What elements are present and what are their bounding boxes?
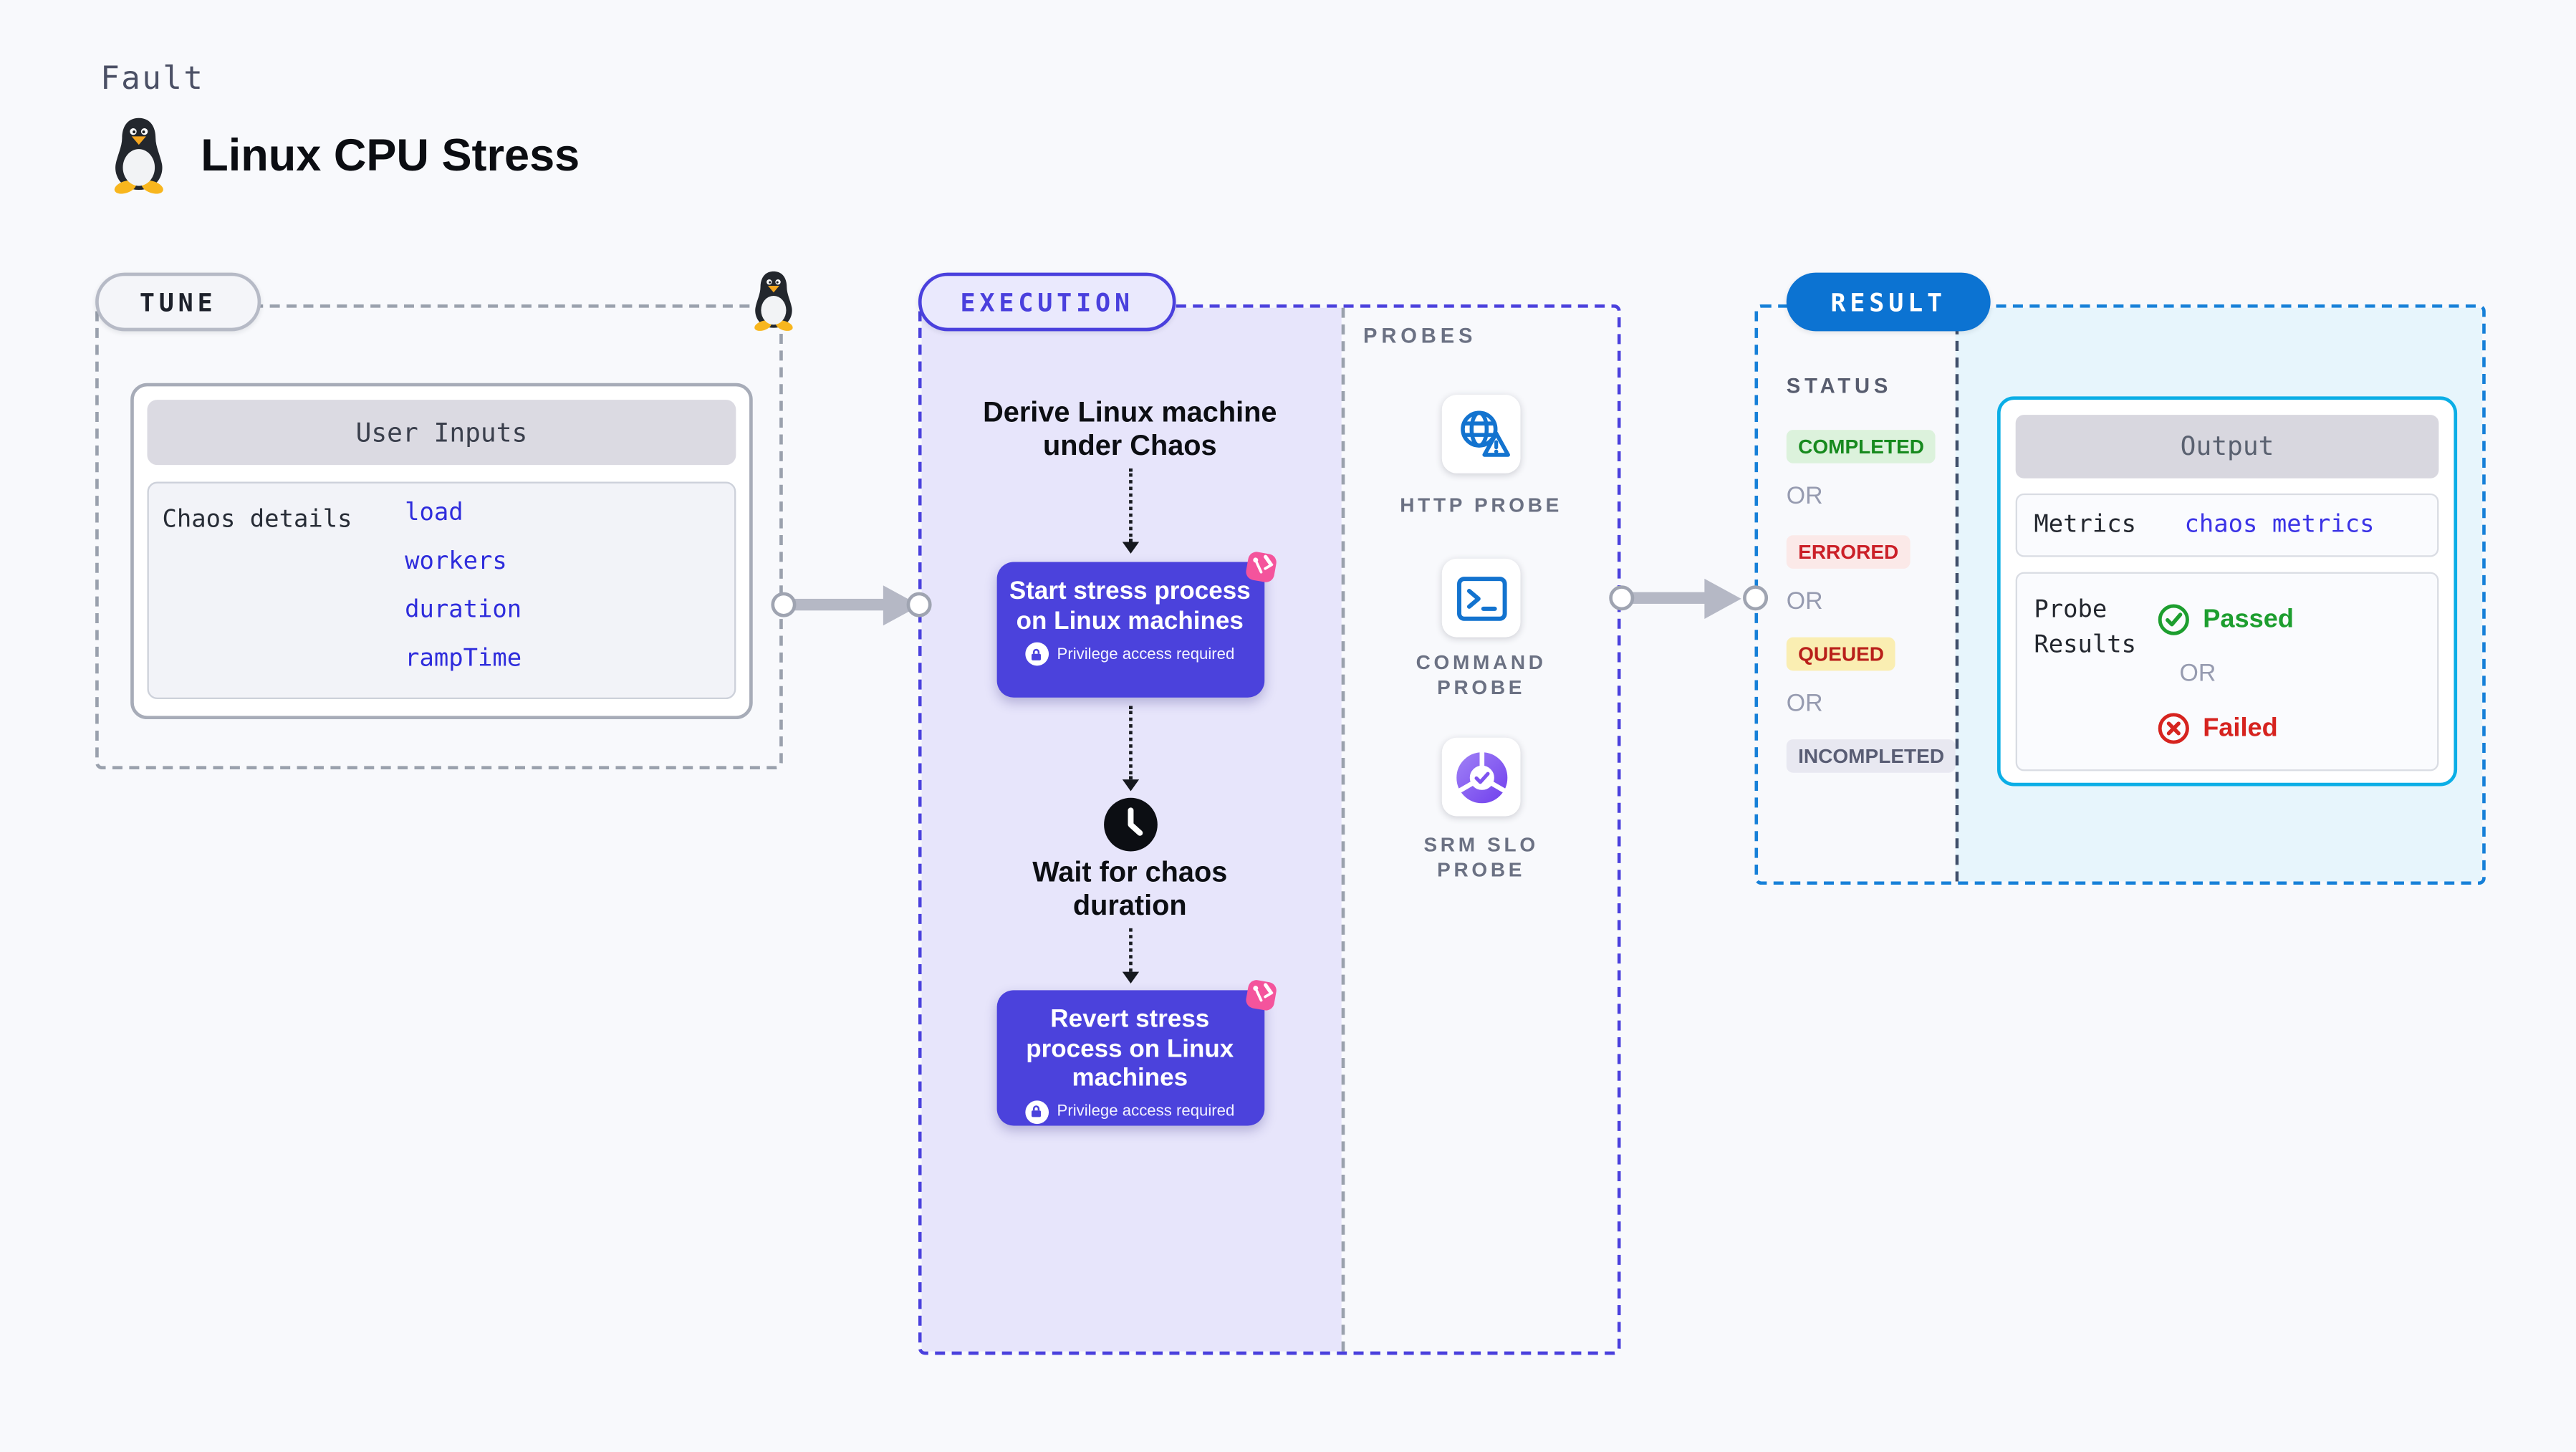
connector-node: [905, 592, 931, 617]
revert-stress-step: Revert stress process on Linux machines …: [996, 980, 1276, 1126]
lock-icon: [1025, 1100, 1049, 1123]
input-duration: duration: [405, 597, 522, 624]
arrow-tune-execution: [792, 598, 887, 611]
srm-slo-probe-label: SRM SLO PROBE: [1423, 832, 1539, 881]
metrics-label: Metrics: [2034, 511, 2137, 539]
output-header: Output: [2015, 415, 2439, 479]
command-probe-card: [1441, 558, 1521, 638]
metrics-row: Metrics chaos metrics: [2015, 493, 2439, 557]
tune-section-badge: TUNE: [95, 272, 261, 332]
flow-connector-head: [1121, 779, 1138, 792]
status-badge-errored: ERRORED: [1786, 535, 1911, 569]
privilege-note: Privilege access required: [1057, 645, 1235, 663]
globe-alert-icon: [1460, 410, 1509, 456]
output-card: Output Metrics chaos metrics Probe Resul…: [1996, 396, 2458, 787]
flow-connector-head: [1121, 542, 1138, 554]
tux-corner-icon: [754, 271, 793, 331]
status-badge-completed: COMPLETED: [1786, 430, 1936, 463]
result-section-badge: RESULT: [1786, 272, 1991, 332]
failed-result: Failed: [2156, 711, 2278, 746]
slo-donut-icon: [1456, 749, 1507, 803]
or-label: OR: [1786, 588, 1823, 616]
linux-tux-icon: [114, 117, 163, 194]
passed-label: Passed: [2203, 605, 2294, 633]
chaos-details-box: [147, 481, 736, 700]
x-circle-icon: [2158, 713, 2189, 744]
or-label: OR: [2179, 660, 2216, 688]
status-title: STATUS: [1786, 375, 1893, 398]
probe-results-label: Probe Results: [2034, 597, 2137, 659]
start-stress-label: Start stress process on Linux machines: [1009, 577, 1251, 635]
privilege-note: Privilege access required: [1057, 1102, 1235, 1121]
user-inputs-header: User Inputs: [147, 400, 736, 466]
result-section-box: STATUS COMPLETED OR ERRORED OR QUEUED OR…: [1754, 304, 2486, 885]
chaos-pink-icon: [1245, 552, 1276, 582]
lock-icon: [1025, 642, 1049, 666]
command-probe-label: COMMAND PROBE: [1416, 650, 1547, 698]
probes-separator: [1341, 307, 1345, 1352]
derive-step-text: Derive Linux machine under Chaos: [983, 396, 1277, 461]
chaos-pink-icon: [1245, 980, 1276, 1011]
execution-section-badge: EXECUTION: [918, 272, 1176, 332]
terminal-icon: [1456, 575, 1506, 620]
flow-connector-head: [1121, 971, 1138, 984]
connector-node: [1609, 585, 1635, 611]
passed-result: Passed: [2156, 602, 2294, 638]
connector-node: [770, 592, 796, 617]
input-workers: workers: [405, 548, 507, 576]
flow-connector: [1128, 468, 1132, 542]
http-probe-label: HTTP PROBE: [1400, 493, 1563, 517]
revert-stress-label: Revert stress process on Linux machines: [1026, 1005, 1234, 1092]
wait-step-text: Wait for chaos duration: [1032, 856, 1228, 921]
probe-results-row: Probe Results Passed OR Failed: [2015, 572, 2439, 771]
failed-label: Failed: [2203, 713, 2278, 742]
http-probe-card: [1441, 395, 1521, 473]
status-badge-queued: QUEUED: [1786, 637, 1896, 671]
probes-title: PROBES: [1363, 324, 1477, 348]
connector-node: [1741, 585, 1767, 611]
arrow-execution-result-head: [1704, 577, 1741, 618]
chaos-details-label: Chaos details: [162, 506, 352, 534]
or-label: OR: [1786, 691, 1823, 718]
clock-icon: [1102, 797, 1157, 852]
flow-connector: [1128, 706, 1132, 780]
page-title: Linux CPU Stress: [201, 130, 580, 181]
flow-connector: [1128, 928, 1132, 972]
srm-slo-probe-card: [1441, 737, 1521, 817]
metrics-value: chaos metrics: [2184, 511, 2375, 539]
input-ramptime: rampTime: [405, 645, 522, 673]
or-label: OR: [1786, 483, 1823, 511]
check-circle-icon: [2158, 604, 2189, 635]
arrow-execution-result: [1630, 592, 1710, 604]
input-load: load: [405, 500, 463, 527]
tune-section-box: [95, 304, 783, 770]
fault-kicker: Fault: [100, 60, 205, 97]
status-badge-incompleted: INCOMPLETED: [1786, 739, 1956, 773]
start-stress-step: Start stress process on Linux machines P…: [996, 552, 1276, 698]
